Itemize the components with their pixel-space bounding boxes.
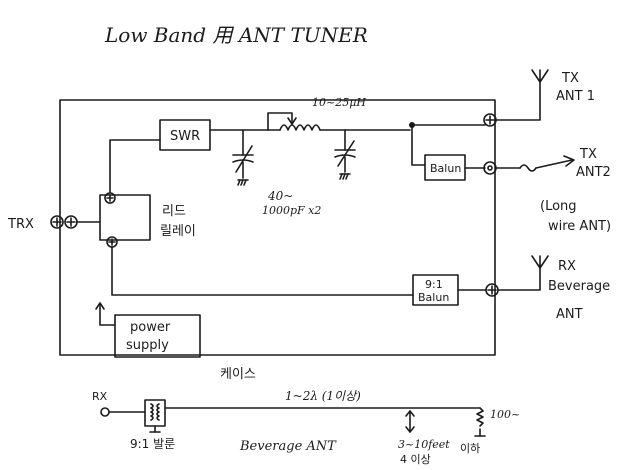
rx-balun-ratio: 9:1	[425, 278, 443, 291]
rx-balun-label: Balun	[418, 291, 449, 304]
power-supply-box	[114, 314, 201, 358]
beverage-height-3: 4 이상	[400, 453, 431, 466]
beverage-balun-label: 9:1 발룬	[130, 437, 175, 451]
relay-terminal-top-icon	[104, 192, 116, 204]
tx-ant1-label-1: TX	[561, 71, 579, 86]
beverage-rx-label: RX	[92, 390, 108, 403]
diagram-title: Low Band 用 ANT TUNER	[104, 23, 368, 47]
relay-to-swr-wire	[109, 139, 161, 194]
ant1-connector-icon	[483, 113, 497, 127]
case-enclosure	[59, 99, 496, 356]
relay-terminal-bottom-icon	[106, 236, 118, 248]
height-arrow-icon	[405, 410, 415, 433]
power-supply-label-1: power	[130, 320, 171, 335]
inductor-coil-icon	[267, 112, 321, 131]
variable-capacitor-2-icon	[334, 129, 356, 180]
power-supply-label-2: supply	[126, 338, 169, 353]
beverage-name: Beverage ANT	[239, 439, 337, 454]
swr-label: SWR	[170, 129, 200, 144]
inductor-value: 10~25μH	[312, 96, 366, 109]
trx-label: TRX	[7, 217, 34, 232]
rx-ant-label: ANT	[556, 307, 583, 322]
swr-meter-box	[159, 119, 211, 151]
tx-ant2-label-2: ANT2	[576, 165, 611, 180]
ant2-longwire-icon	[495, 155, 575, 172]
longwire-label-2: wire ANT)	[548, 219, 611, 234]
rx-label: RX	[558, 259, 576, 274]
power-arrow-icon	[95, 302, 105, 310]
power-wire	[99, 304, 116, 326]
rx-antenna-icon	[497, 255, 549, 291]
longwire-label-1: (Long	[540, 199, 577, 214]
capacitor-value: 40~	[267, 189, 293, 203]
ant1-antenna-icon	[495, 69, 549, 121]
capacitor-value-2: 1000pF x2	[262, 204, 321, 217]
rx-beverage-label: Beverage	[548, 279, 610, 294]
reed-relay-label-2: 릴레이	[160, 224, 196, 239]
beverage-resistor-value: 100~	[490, 408, 520, 421]
tx-ant2-label-1: TX	[579, 147, 597, 162]
beverage-resistor-icon	[474, 407, 486, 437]
tx-ant1-label-2: ANT 1	[556, 89, 595, 104]
reed-relay-box	[99, 194, 151, 241]
variable-capacitor-1-icon	[232, 129, 254, 186]
reed-relay-label-1: 리드	[162, 204, 186, 219]
tx-balun-label: Balun	[430, 162, 461, 175]
rx-connector-icon	[485, 283, 499, 297]
node-to-balun-wire	[411, 124, 426, 166]
relay-to-rx-balun-wire	[111, 246, 414, 296]
beverage-balun-icon	[144, 399, 166, 433]
beverage-rx-connector-icon	[100, 407, 110, 417]
beverage-length: 1~2λ (1이상)	[285, 389, 361, 403]
case-label: 케이스	[220, 367, 256, 382]
trx-connector-icon	[50, 215, 78, 229]
beverage-height: 3~10feet	[398, 438, 450, 451]
beverage-height-2: 이하	[460, 441, 480, 455]
